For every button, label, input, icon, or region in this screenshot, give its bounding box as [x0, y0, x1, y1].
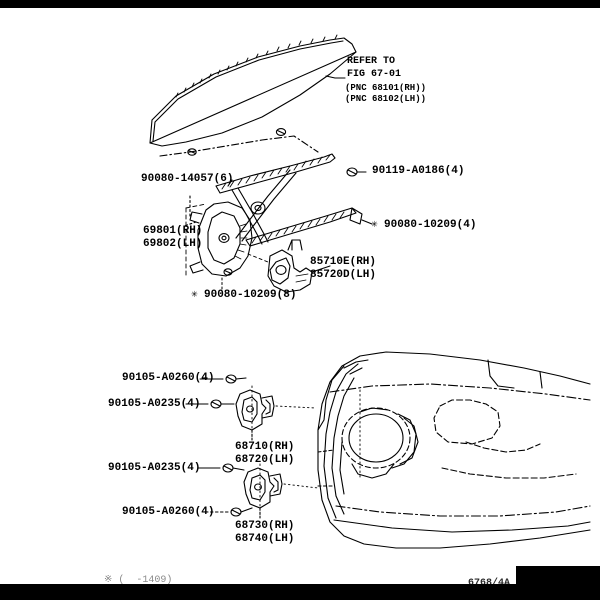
label-bolt-lower-outer: 90105-A0260(4) — [122, 506, 215, 518]
regulator-lower-rail — [245, 207, 363, 247]
label-regulator-rh: 69801(RH) — [143, 225, 203, 237]
door-panel-outline — [317, 351, 591, 549]
window-regulator-motor — [267, 239, 313, 293]
door-hinge-lower — [243, 467, 283, 509]
regulator-base-plate — [189, 201, 253, 277]
label-motor-lh: 85720D(LH) — [310, 269, 377, 281]
label-bolt-right: 90080-10209(4) — [384, 219, 477, 231]
label-hinge-upper-lh: 68720(LH) — [235, 454, 295, 466]
label-screw-right: 90119-A0186(4) — [372, 165, 465, 177]
label-bolt-upper-inner: 90105-A0235(4) — [108, 398, 201, 410]
hinge-upper-bolts — [210, 374, 247, 409]
refer-note-line1: REFER TO — [347, 56, 396, 67]
regulator-scissor-arms — [231, 169, 297, 245]
door-hinge-pillar — [317, 359, 369, 519]
bolt-icon-bottom — [223, 268, 233, 276]
bolt-right-leader — [361, 219, 373, 225]
door-hinge-upper — [235, 389, 275, 431]
label-hinge-lower-rh: 68730(RH) — [235, 520, 295, 532]
refer-note-line3: (PNC 68101(RH)) — [345, 83, 427, 93]
letterbox-bottom — [0, 584, 600, 600]
label-bolt-lower-inner: 90105-A0235(4) — [108, 462, 201, 474]
star-icon-bolt-right: ✳ — [371, 219, 378, 231]
hinge-lower-bolts — [222, 463, 253, 517]
label-hinge-upper-rh: 68710(RH) — [235, 441, 295, 453]
door-glass-outline — [149, 37, 357, 147]
door-panel-inner-shapes — [433, 359, 577, 479]
motor-leader — [311, 265, 331, 273]
label-bolt-bottom: 90080-10209(8) — [204, 289, 297, 301]
figure-code: 6768/4A — [468, 578, 510, 590]
glass-roller-marks — [187, 128, 287, 156]
letterbox-top — [0, 0, 600, 8]
label-bolt-upper-outer: 90105-A0260(4) — [122, 372, 215, 384]
regulator-phantom-outline — [185, 203, 207, 277]
refer-note-line4: (PNC 68102(LH)) — [345, 94, 427, 104]
letterbox-corner-right — [516, 566, 600, 600]
regulator-upper-rail — [215, 153, 336, 194]
refer-note-line2: FIG 67-01 — [347, 69, 402, 80]
glass-lower-channel — [159, 135, 319, 157]
door-speaker-opening — [341, 407, 419, 479]
star-icon-bolt-bottom: ✳ — [191, 289, 198, 301]
regulator-roller-right — [346, 167, 367, 177]
glass-edge-hatching — [175, 34, 338, 98]
refer-leader — [325, 75, 346, 79]
label-hinge-lower-lh: 68740(LH) — [235, 533, 295, 545]
label-bolt-top: 90080-14057(6) — [141, 173, 234, 185]
label-regulator-lh: 69802(LH) — [143, 238, 203, 250]
footer-note: ※ ( -1409) — [104, 575, 173, 586]
label-motor-rh: 85710E(RH) — [310, 256, 377, 268]
